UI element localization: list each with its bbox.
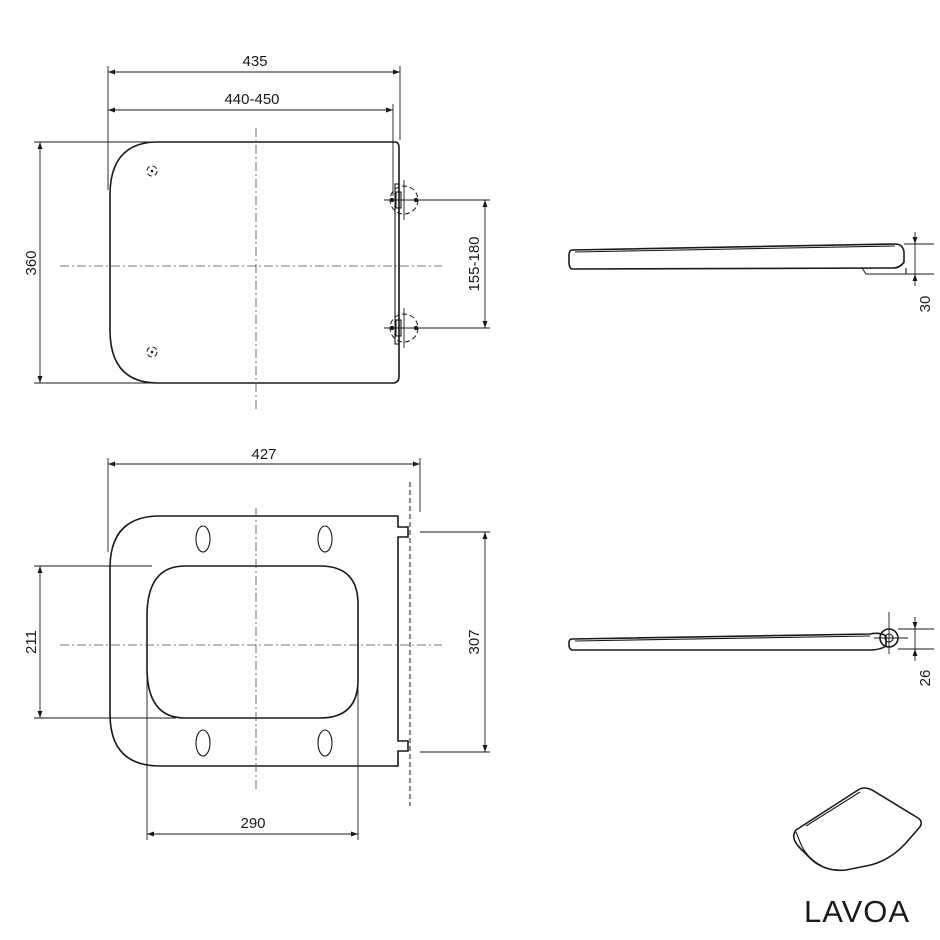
side-view-closed: 30 xyxy=(568,232,934,313)
dimension-bottom-inner-length: 290 xyxy=(146,672,359,840)
top-view-bumper-lower xyxy=(146,346,158,358)
dimension-label-26: 26 xyxy=(917,670,934,687)
side-view-open: 26 xyxy=(568,612,934,687)
bottom-view-seat-opening xyxy=(146,565,359,719)
bottom-view-bumper-top-left xyxy=(195,525,211,553)
dimension-top-fixing-length: 440-450 xyxy=(108,91,394,196)
bottom-view-seat-outline xyxy=(109,515,409,767)
top-view: 435 440-450 360 155-180 xyxy=(23,53,490,410)
dimension-bottom-overall-length: 427 xyxy=(107,446,421,552)
top-view-hinge-strip xyxy=(394,183,400,345)
dimension-label-440-450: 440-450 xyxy=(224,91,279,108)
top-view-hinge-fixing-upper xyxy=(384,180,424,220)
dimension-label-290: 290 xyxy=(240,815,265,832)
dimension-label-435: 435 xyxy=(242,53,267,70)
dimension-top-overall-length: 435 xyxy=(107,53,401,190)
dimension-label-307: 307 xyxy=(466,629,483,654)
bottom-view-bumper-bottom-right xyxy=(317,729,333,757)
brand-logo-text: LAVOA xyxy=(804,894,910,929)
dimension-label-30: 30 xyxy=(917,296,934,313)
product-thumbnail xyxy=(792,787,923,872)
bottom-view: 427 211 307 290 xyxy=(23,446,490,840)
bottom-view-bumper-bottom-left xyxy=(195,729,211,757)
side-view-closed-hinge xyxy=(861,267,907,275)
top-view-seat-outline xyxy=(109,141,400,384)
dimension-bottom-inner-width: 211 xyxy=(23,565,176,719)
bottom-view-bumper-top-right xyxy=(317,525,333,553)
side-view-open-seat xyxy=(568,632,887,651)
dimension-label-155-180: 155-180 xyxy=(466,236,483,291)
top-view-bumper-upper xyxy=(146,165,158,177)
dimension-top-hinge-spacing: 155-180 xyxy=(424,199,490,329)
dimension-bottom-hinge-spacing: 307 xyxy=(420,531,490,753)
dimension-label-360: 360 xyxy=(23,250,40,275)
dimension-top-width: 360 xyxy=(23,141,152,384)
top-view-hinge-fixing-lower xyxy=(384,308,424,348)
dimension-label-427: 427 xyxy=(251,446,276,463)
dimension-label-211: 211 xyxy=(23,630,40,654)
side-view-closed-seat xyxy=(568,243,905,270)
